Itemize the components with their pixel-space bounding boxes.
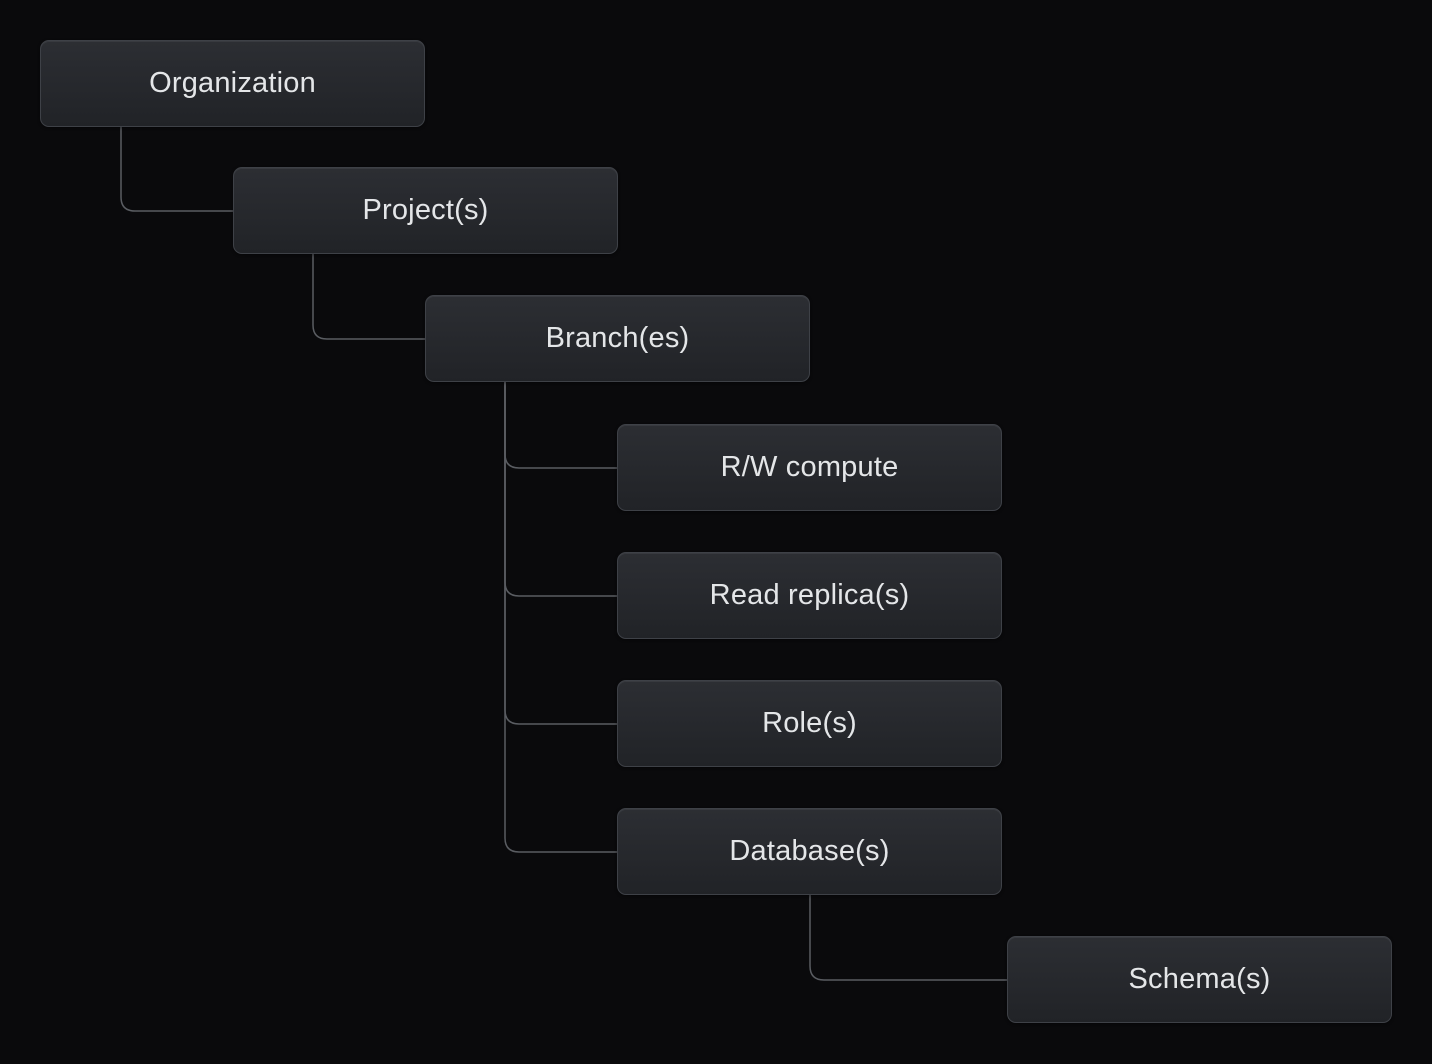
connector-branches-databases xyxy=(504,382,617,853)
node-read-replicas-label: Read replica(s) xyxy=(709,579,910,611)
node-databases-label: Database(s) xyxy=(729,835,890,867)
node-branches-label: Branch(es) xyxy=(545,322,690,354)
node-roles: Role(s) xyxy=(617,680,1002,767)
node-schemas: Schema(s) xyxy=(1007,936,1392,1023)
node-projects: Project(s) xyxy=(233,167,618,254)
node-read-replicas: Read replica(s) xyxy=(617,552,1002,639)
node-databases: Database(s) xyxy=(617,808,1002,895)
node-rw-compute: R/W compute xyxy=(617,424,1002,511)
node-branches: Branch(es) xyxy=(425,295,810,382)
connector-branches-roles xyxy=(504,382,617,725)
node-roles-label: Role(s) xyxy=(762,707,857,739)
node-schemas-label: Schema(s) xyxy=(1128,963,1271,995)
connector-databases-schemas xyxy=(809,895,1007,981)
connector-branches-read-replicas xyxy=(504,382,617,597)
connector-projects-branches xyxy=(312,254,425,340)
node-organization-label: Organization xyxy=(149,67,316,99)
node-organization: Organization xyxy=(40,40,425,127)
connector-organization-projects xyxy=(120,127,233,212)
connector-branches-rw-compute xyxy=(504,382,617,469)
node-rw-compute-label: R/W compute xyxy=(720,451,899,483)
node-projects-label: Project(s) xyxy=(362,194,489,226)
